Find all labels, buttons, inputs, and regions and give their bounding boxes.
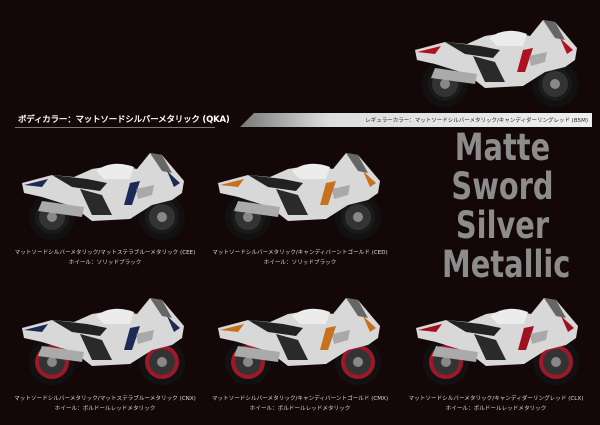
- variant-caption: マットソードシルバーメタリック/マットステラブルーメタリック (CNX) ホイール…: [5, 394, 205, 414]
- color-name-word: Silver: [455, 204, 550, 247]
- variant-wheel-color: ホイール：ソリッドブラック: [263, 260, 337, 266]
- wheel-icon: [335, 339, 381, 385]
- variant-caption: マットソードシルバーメタリック/マットステラブルーメタリック (CEE) ホイール…: [5, 248, 205, 268]
- wheel-icon: [532, 61, 578, 107]
- variant-color-name: マットソードシルバーメタリック/マットステラブルーメタリック (CNX): [14, 396, 196, 402]
- variant-motorcycle-image: [12, 290, 192, 390]
- title-underline: [15, 127, 215, 128]
- color-name-heading: Matte Sword Silver Metallic: [442, 126, 571, 286]
- color-name-word: Sword: [451, 165, 554, 208]
- color-name-word: Metallic: [442, 243, 571, 286]
- variant-motorcycle-image: [12, 145, 192, 245]
- variant-caption: マットソードシルバーメタリック/キャンディバーントゴールド (CED) ホイール：…: [200, 248, 400, 268]
- variant-color-name: マットソードシルバーメタリック/キャンディバーントゴールド (CMX): [211, 396, 389, 402]
- variant-color-name: マットソードシルバーメタリック/キャンディバーントゴールド (CED): [212, 250, 388, 256]
- variant-caption: マットソードシルバーメタリック/キャンディダーリングレッド (CLX) ホイール：…: [396, 394, 596, 414]
- variant-caption: マットソードシルバーメタリック/キャンディバーントゴールド (CMX) ホイール：…: [200, 394, 400, 414]
- regular-color-label: レギュラーカラー：マットソードシルバーメタリック/キャンディダーリングレッド (…: [365, 118, 588, 124]
- wheel-icon: [139, 339, 185, 385]
- regular-color-bar: [240, 113, 592, 127]
- featured-motorcycle-image: [405, 12, 585, 112]
- variant-wheel-color: ホイール：ソリッドブラック: [68, 260, 142, 266]
- variant-wheel-color: ホイール：ボルドールレッドメタリック: [249, 406, 351, 412]
- variant-motorcycle-image: [208, 290, 388, 390]
- variant-motorcycle-image: [208, 145, 388, 245]
- color-name-word: Matte: [454, 126, 551, 169]
- wheel-icon: [139, 194, 185, 240]
- variant-color-name: マットソードシルバーメタリック/キャンディダーリングレッド (CLX): [408, 396, 584, 402]
- body-color-title: ボディカラー：マットソードシルバーメタリック (QKA): [18, 115, 230, 125]
- variant-wheel-color: ホイール：ボルドールレッドメタリック: [445, 406, 547, 412]
- variant-motorcycle-image: [406, 290, 586, 390]
- variant-color-name: マットソードシルバーメタリック/マットステラブルーメタリック (CEE): [14, 250, 196, 256]
- variant-wheel-color: ホイール：ボルドールレッドメタリック: [54, 406, 156, 412]
